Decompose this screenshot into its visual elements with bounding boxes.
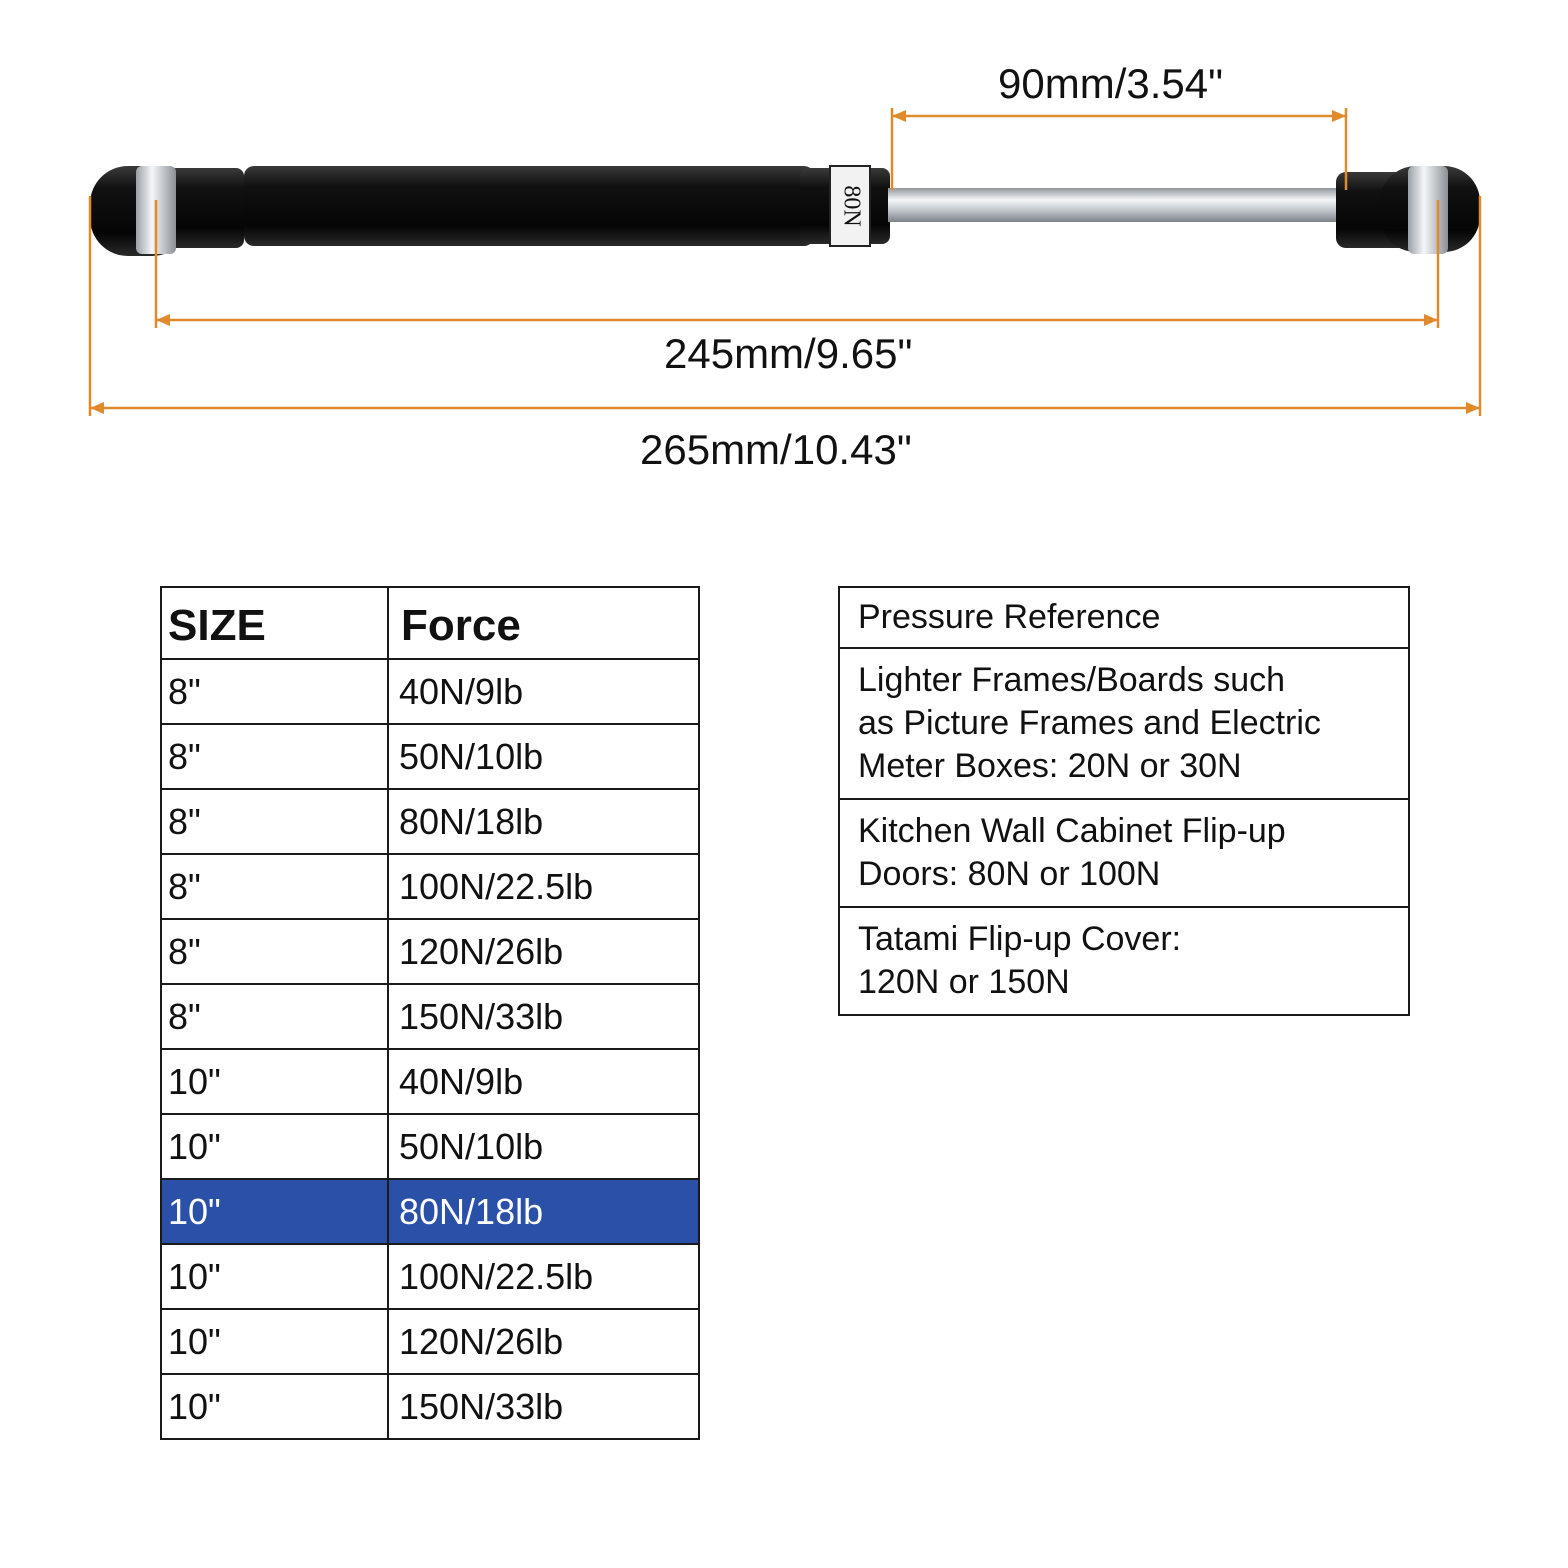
force-cell: 50N/10lb bbox=[387, 1113, 700, 1180]
force-cell: 50N/10lb bbox=[387, 723, 700, 790]
header-force: Force bbox=[387, 586, 700, 660]
table-row: 10"100N/22.5lb bbox=[160, 1243, 700, 1310]
size-cell: 10" bbox=[160, 1243, 389, 1310]
pressure-reference-table: Pressure Reference Lighter Frames/Boards… bbox=[838, 586, 1410, 1016]
size-cell: 10" bbox=[160, 1308, 389, 1375]
table-row: 8"80N/18lb bbox=[160, 788, 700, 855]
size-cell: 10" bbox=[160, 1373, 389, 1440]
force-cell: 150N/33lb bbox=[387, 1373, 700, 1440]
table-row: 8"120N/26lb bbox=[160, 918, 700, 985]
force-label: 80N bbox=[838, 185, 864, 226]
total-length-label: 265mm/10.43" bbox=[640, 426, 912, 473]
center-length-label: 245mm/9.65" bbox=[664, 330, 913, 377]
right-end-fitting bbox=[1336, 166, 1480, 254]
pressure-item: Tatami Flip-up Cover:120N or 150N bbox=[838, 906, 1410, 1016]
size-cell: 8" bbox=[160, 788, 389, 855]
force-cell: 120N/26lb bbox=[387, 918, 700, 985]
table-row: 8"50N/10lb bbox=[160, 723, 700, 790]
force-label-sticker: 80N bbox=[829, 165, 871, 247]
size-cell: 8" bbox=[160, 918, 389, 985]
dimension-arrowheads bbox=[90, 110, 1480, 414]
table-row: 8"40N/9lb bbox=[160, 658, 700, 725]
table-row: 10"40N/9lb bbox=[160, 1048, 700, 1115]
force-cell: 40N/9lb bbox=[387, 658, 700, 725]
dimension-lines bbox=[88, 108, 1482, 416]
pressure-reference-title: Pressure Reference bbox=[838, 586, 1410, 649]
table-row: 10"120N/26lb bbox=[160, 1308, 700, 1375]
size-cell: 10" bbox=[160, 1178, 389, 1245]
piston-rod bbox=[888, 188, 1348, 222]
size-cell: 8" bbox=[160, 723, 389, 790]
size-cell: 10" bbox=[160, 1113, 389, 1180]
size-cell: 8" bbox=[160, 853, 389, 920]
force-cell: 100N/22.5lb bbox=[387, 853, 700, 920]
size-cell: 8" bbox=[160, 983, 389, 1050]
left-end-fitting bbox=[90, 166, 244, 256]
table-row: 10"80N/18lb bbox=[160, 1178, 700, 1245]
table-row: 8"100N/22.5lb bbox=[160, 853, 700, 920]
table-row: 8"150N/33lb bbox=[160, 983, 700, 1050]
force-cell: 40N/9lb bbox=[387, 1048, 700, 1115]
right-metal-ring bbox=[1408, 166, 1448, 254]
table-row: 10"150N/33lb bbox=[160, 1373, 700, 1440]
size-cell: 8" bbox=[160, 658, 389, 725]
gas-strut-diagram: 80N bbox=[88, 108, 1482, 416]
size-cell: 10" bbox=[160, 1048, 389, 1115]
force-cell: 80N/18lb bbox=[387, 1178, 700, 1245]
force-cell: 80N/18lb bbox=[387, 788, 700, 855]
table-row: 10"50N/10lb bbox=[160, 1113, 700, 1180]
cylinder-body bbox=[244, 166, 814, 246]
force-cell: 120N/26lb bbox=[387, 1308, 700, 1375]
force-cell: 100N/22.5lb bbox=[387, 1243, 700, 1310]
header-size: SIZE bbox=[160, 586, 389, 660]
stroke-length-label: 90mm/3.54" bbox=[998, 60, 1224, 107]
force-cell: 150N/33lb bbox=[387, 983, 700, 1050]
